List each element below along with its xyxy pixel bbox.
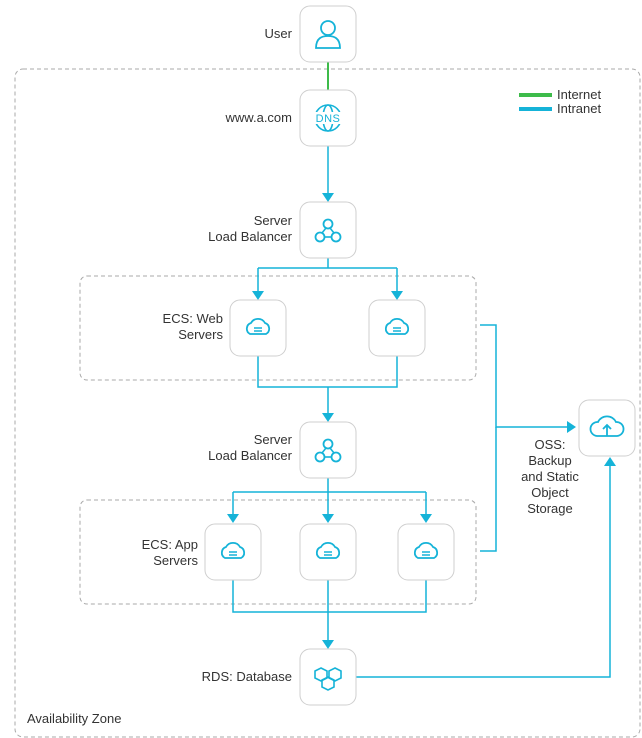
dns-icon-text: DNS: [316, 113, 341, 125]
app-server-group-border: [79, 499, 477, 605]
app-servers-label-line2: Servers: [153, 553, 198, 568]
app-servers-label-line1: ECS: App: [141, 537, 198, 552]
database-hexagons-icon: [314, 667, 342, 691]
user-label: User: [264, 26, 292, 41]
cloud-upload-icon: [589, 415, 625, 437]
slb1-label: Server Load Balancer: [208, 213, 292, 245]
oss-label: OSS: Backup and Static Object Storage: [518, 437, 582, 517]
arrowheads: [227, 193, 616, 649]
slb2-label-line2: Load Balancer: [208, 448, 292, 463]
user-icon: [315, 20, 341, 49]
availability-zone-label: Availability Zone: [27, 711, 122, 726]
legend-internet-label: Internet: [557, 87, 602, 102]
node-boxes: [204, 5, 636, 706]
legend-intranet-label: Intranet: [557, 101, 602, 116]
web-server-group-border: [79, 275, 477, 381]
slb2-label-line1: Server: [253, 432, 292, 447]
slb2-to-app: [232, 470, 427, 515]
rds-to-oss: [356, 465, 611, 678]
slb2-label: Server Load Balancer: [208, 432, 292, 464]
web-servers-label: ECS: Web Servers: [163, 311, 223, 343]
oss-label-line: Object: [531, 485, 569, 500]
web-servers-label-line1: ECS: Web: [162, 311, 223, 326]
oss-label-line: Backup: [528, 453, 572, 468]
slb1-to-web: [257, 251, 398, 292]
oss-label-line: OSS:: [534, 437, 566, 452]
app-to-oss: [480, 427, 497, 552]
dns-label-backdrop: [314, 112, 342, 124]
oss-label-line: Storage: [527, 501, 573, 516]
web-to-slb2: [257, 356, 398, 414]
slb1-label-line1: Server: [253, 213, 292, 228]
app-to-rds: [232, 580, 427, 641]
dns-domain-label: www.a.com: [225, 110, 292, 125]
connectors: [232, 61, 611, 678]
app-servers-label: ECS: App Servers: [142, 537, 198, 569]
slb1-label-line2: Load Balancer: [208, 229, 292, 244]
rds-label: RDS: Database: [201, 669, 292, 684]
web-to-oss: [480, 324, 568, 428]
oss-label-line: and Static: [521, 469, 579, 484]
web-servers-label-line2: Servers: [178, 327, 223, 342]
